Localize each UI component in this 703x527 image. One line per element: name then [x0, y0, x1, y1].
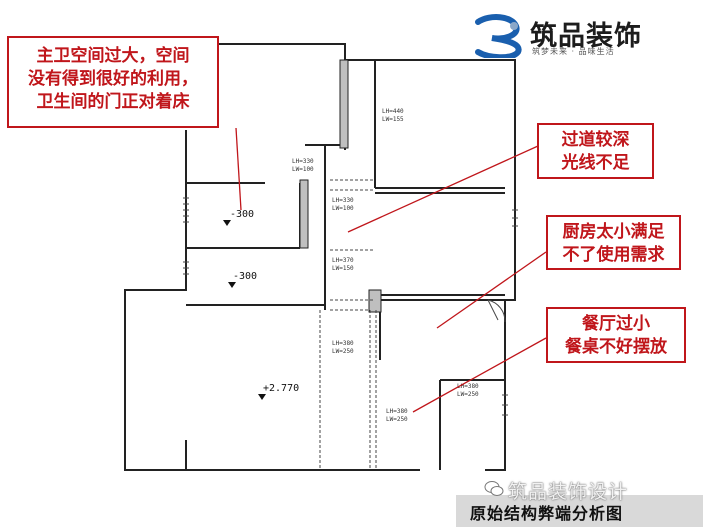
logo-mark-icon — [475, 14, 522, 58]
opening-lh: LH=330 — [292, 158, 314, 165]
callout-line: 餐厅过小 — [582, 314, 650, 334]
callout-master-bathroom: 主卫空间过大，空间 没有得到很好的利用， 卫生间的门正对着床 — [7, 36, 219, 128]
opening-lh: LH=330 — [332, 197, 354, 204]
brand-logo: 筑品装饰 筑梦未来 · 品味生活 — [472, 14, 692, 60]
opening-lh: LH=370 — [332, 257, 354, 264]
opening-lw: LW=150 — [332, 265, 354, 272]
callout-line: 主卫空间过大，空间 — [36, 46, 190, 66]
callout-line: 厨房太小满足 — [562, 222, 665, 242]
callout-line: 没有得到很好的利用， — [28, 69, 198, 89]
callout-dining: 餐厅过小 餐桌不好摆放 — [546, 307, 686, 363]
callout-kitchen: 厨房太小满足 不了使用需求 — [546, 215, 681, 270]
callout-line: 光线不足 — [561, 153, 630, 173]
outer-wall — [124, 130, 420, 471]
callout-line: 过道较深 — [561, 130, 630, 150]
callout-line: 餐桌不好摆放 — [565, 337, 667, 357]
opening-lh: LH=440 — [382, 108, 404, 115]
leader-line — [412, 337, 547, 413]
opening-lh: LH=380 — [457, 383, 479, 390]
level-label: -300 — [230, 209, 254, 220]
opening-lw: LW=250 — [457, 391, 479, 398]
logo-slogan: 筑梦未来 · 品味生活 — [532, 47, 615, 56]
logo-title: 筑品装饰 — [530, 21, 642, 52]
opening-lw: LW=100 — [292, 166, 314, 173]
opening-lh: LH=380 — [386, 408, 408, 415]
watermark-text: 筑品装饰设计 — [508, 481, 629, 503]
outer-wall — [214, 43, 516, 471]
leader-line — [235, 127, 242, 211]
opening-lh: LH=380 — [332, 340, 354, 347]
callout-line: 卫生间的门正对着床 — [36, 92, 190, 112]
caption-text: 原始结构弊端分析图 — [470, 504, 624, 523]
opening-lw: LW=250 — [332, 348, 354, 355]
callout-hallway: 过道较深 光线不足 — [537, 123, 654, 179]
opening-lw: LW=100 — [332, 205, 354, 212]
opening-lw: LW=250 — [386, 416, 408, 423]
wechat-icon — [484, 481, 504, 496]
leader-line — [347, 145, 539, 233]
callout-line: 不了使用需求 — [562, 245, 665, 265]
caption-bar: 原始结构弊端分析图 — [456, 495, 703, 527]
level-label: +2.770 — [263, 383, 299, 394]
opening-lw: LW=155 — [382, 116, 404, 123]
level-label: -300 — [233, 271, 257, 282]
leader-line — [436, 251, 547, 329]
